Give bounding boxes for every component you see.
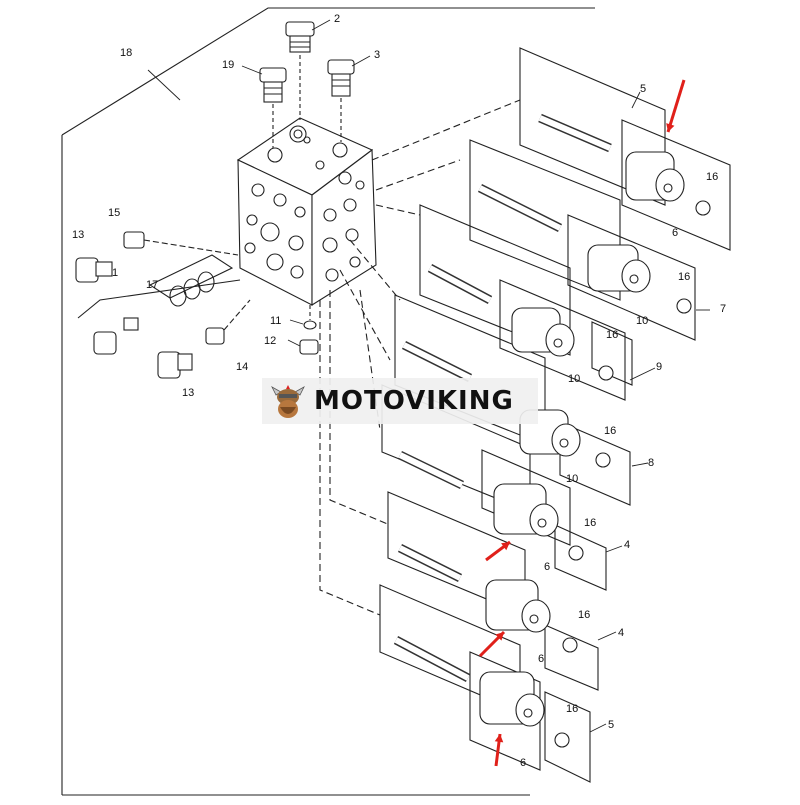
callout-label: 3: [374, 49, 380, 61]
o-ring-set-17: [148, 254, 234, 307]
plug-19: [259, 67, 287, 148]
highlight-arrow-head: [494, 734, 504, 743]
highlight-arrow-head: [666, 123, 675, 132]
o-ring-11: [303, 305, 317, 330]
callout-label: 11: [270, 315, 281, 327]
valve-manifold-block: [236, 117, 377, 306]
callout-label: 6: [544, 561, 550, 573]
callout-label: 4: [624, 539, 630, 551]
callout-label: 17: [146, 279, 158, 291]
callout-labels: 18 2 19 3 5 16 6 15 13 1 17 16 7 10 11 1…: [72, 13, 726, 769]
callout-label: 8: [648, 457, 654, 469]
callout-label: 10: [636, 315, 648, 327]
callout-label: 16: [584, 517, 596, 529]
highlight-arrows: [478, 79, 686, 767]
callout-label: 6: [672, 227, 678, 239]
routing-lines: [319, 99, 521, 616]
callout-label: 13: [182, 387, 194, 399]
callout-label: 12: [264, 335, 276, 347]
callout-label: 16: [566, 703, 578, 715]
callout-label: 10: [566, 473, 578, 485]
callout-label: 9: [656, 361, 662, 373]
plug-2: [285, 21, 315, 120]
plug-lower-left: [93, 317, 139, 355]
callout-label: 6: [538, 653, 544, 665]
coil-nuts: [554, 200, 711, 748]
assembly-boundary: [61, 7, 595, 136]
callout-label: 5: [608, 719, 614, 731]
callout-label: 16: [578, 609, 590, 621]
callout-label: 2: [334, 13, 340, 25]
callout-label: 5: [640, 83, 646, 95]
callout-label: 18: [120, 47, 132, 59]
callout-label: 19: [222, 59, 234, 71]
callout-label: 7: [720, 303, 726, 315]
callout-label: 15: [108, 207, 120, 219]
watermark-brand: MOTOVIKING: [314, 386, 514, 416]
solenoid-coils: [479, 151, 685, 727]
callout-label: 16: [606, 329, 618, 341]
callout-label: 6: [520, 757, 526, 769]
callout-label: 16: [706, 171, 718, 183]
plug-13-lower: [157, 351, 193, 379]
watermark-banner: MOTOVIKING: [262, 378, 538, 424]
fitting-14: [205, 299, 251, 345]
valve-cartridges: [393, 113, 612, 682]
callout-label: 10: [568, 373, 580, 385]
plug-13-upper: [75, 257, 113, 283]
callout-label: 16: [604, 425, 616, 437]
highlight-arrow-shaft: [666, 79, 686, 133]
plug-3: [327, 59, 355, 142]
callout-label: 16: [678, 271, 690, 283]
bracket-1: [77, 279, 241, 319]
valve-frames: [379, 47, 731, 783]
callout-label: 1: [112, 267, 118, 279]
callout-label: 14: [236, 361, 248, 373]
fitting-15: [123, 231, 239, 256]
callout-label: 4: [618, 627, 624, 639]
highlight-arrow-head: [501, 542, 510, 551]
viking-logo-icon: [271, 385, 305, 418]
callout-label: 13: [72, 229, 84, 241]
leader-lines: [147, 19, 710, 733]
plug-12: [299, 339, 319, 355]
highlight-arrow-head: [495, 632, 504, 641]
